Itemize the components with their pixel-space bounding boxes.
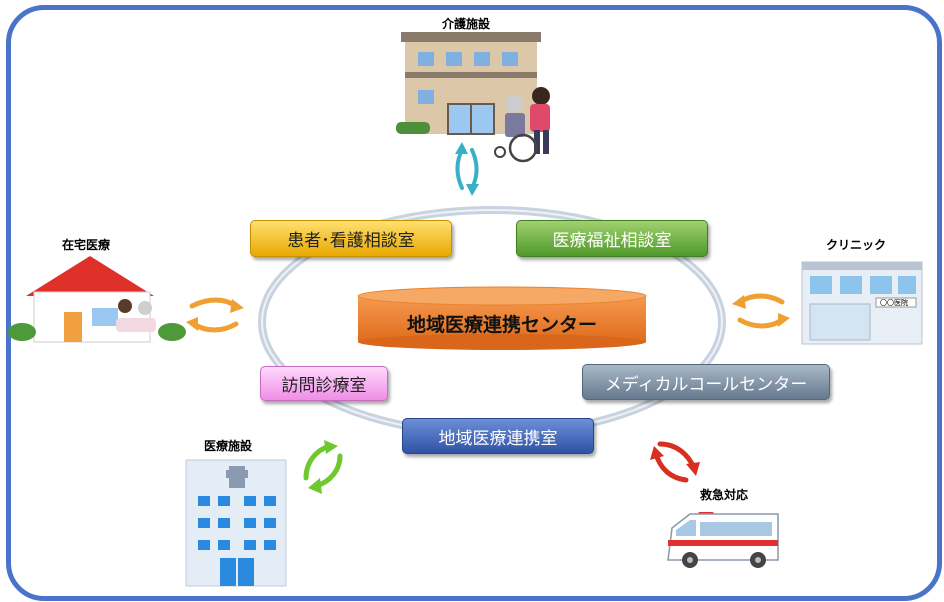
clinic-label: クリニック bbox=[826, 238, 887, 252]
emergency-sync-arrows bbox=[650, 441, 700, 483]
medical-call-center-box: メディカルコールセンター bbox=[582, 364, 830, 400]
hospital-sync-arrows bbox=[303, 440, 343, 494]
clinic-sync-arrows bbox=[732, 293, 790, 329]
emergency-label: 救急対応 bbox=[700, 488, 749, 502]
caregiver-wheelchair-icon bbox=[494, 87, 550, 163]
home-sync-arrows bbox=[186, 297, 244, 333]
ambulance-icon bbox=[667, 512, 779, 568]
clinic-building bbox=[801, 261, 923, 345]
center-cylinder bbox=[357, 286, 647, 350]
care-facility-label: 介護施設 bbox=[442, 17, 491, 31]
patient-nursing-office-box: 患者･看護相談室 bbox=[250, 220, 452, 257]
care-sync-arrows bbox=[455, 142, 479, 196]
home-care-label: 在宅医療 bbox=[62, 238, 111, 252]
clinic-sign: 〇〇医院 bbox=[880, 299, 908, 307]
welfare-office-box: 医療福祉相談室 bbox=[516, 220, 708, 257]
medical-facility-label: 医療施設 bbox=[204, 439, 253, 453]
regional-cooperation-office-box: 地域医療連携室 bbox=[402, 418, 594, 454]
home-care-house bbox=[8, 256, 186, 343]
home-visit-office-box: 訪問診療室 bbox=[260, 366, 388, 401]
hospital-building bbox=[185, 459, 287, 587]
center-label: 地域医療連携センター bbox=[406, 313, 597, 336]
